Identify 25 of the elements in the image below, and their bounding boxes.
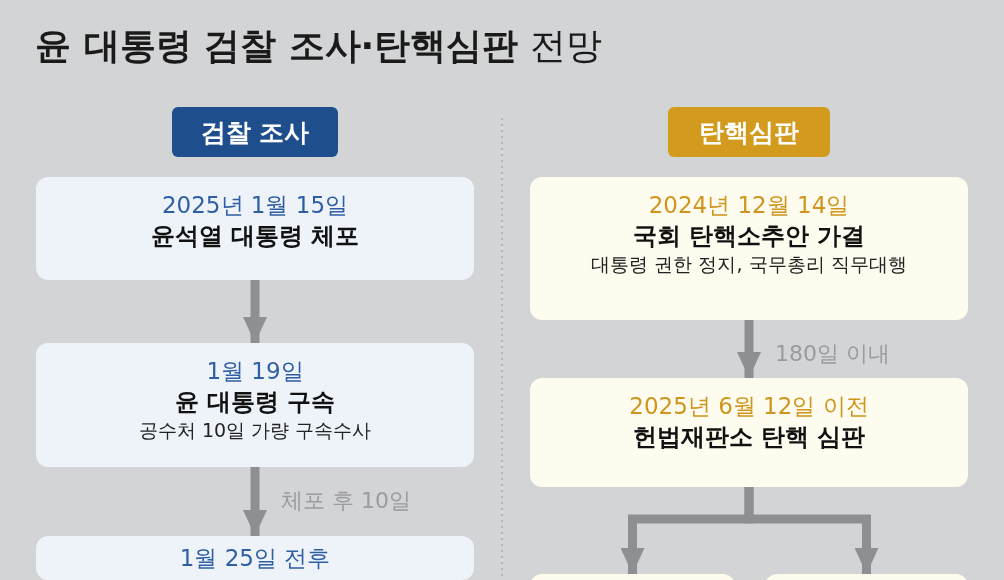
event-note: 대통령 권한 정지, 국무총리 직무대행 <box>591 252 907 277</box>
event-title: 윤석열 대통령 체포 <box>150 220 360 252</box>
section-badge: 탄핵심판 <box>668 107 830 157</box>
event-box <box>530 177 968 320</box>
date-text: 2025년 6월 12일 이전 <box>629 392 869 421</box>
event-box <box>530 378 968 487</box>
event-box <box>36 343 474 467</box>
edge-label: 체포 후 10일 <box>281 487 411 515</box>
edge-label: 180일 이내 <box>775 340 890 368</box>
event-title: 윤 대통령 구속 <box>174 386 336 418</box>
date-text: 2024년 12월 14일 <box>648 191 850 220</box>
event-box <box>36 177 474 280</box>
event-title: 국회 탄핵소추안 가결 <box>632 220 866 252</box>
arrow <box>243 467 267 536</box>
section-badge: 검찰 조사 <box>172 107 338 157</box>
date-text: 1월 19일 <box>206 357 304 386</box>
event-title: 헌법재판소 탄핵 심판 <box>632 421 866 453</box>
arrow <box>737 320 761 378</box>
date-text: 1월 25일 전후 <box>179 544 331 573</box>
arrow <box>243 280 267 343</box>
event-note: 공수처 10일 가량 구속수사 <box>138 418 372 443</box>
event-box <box>36 536 474 580</box>
date-text: 2025년 1월 15일 <box>161 191 349 220</box>
title: 윤 대통령 검찰 조사·탄핵심판 전망 <box>35 24 602 68</box>
arrow <box>744 487 879 574</box>
